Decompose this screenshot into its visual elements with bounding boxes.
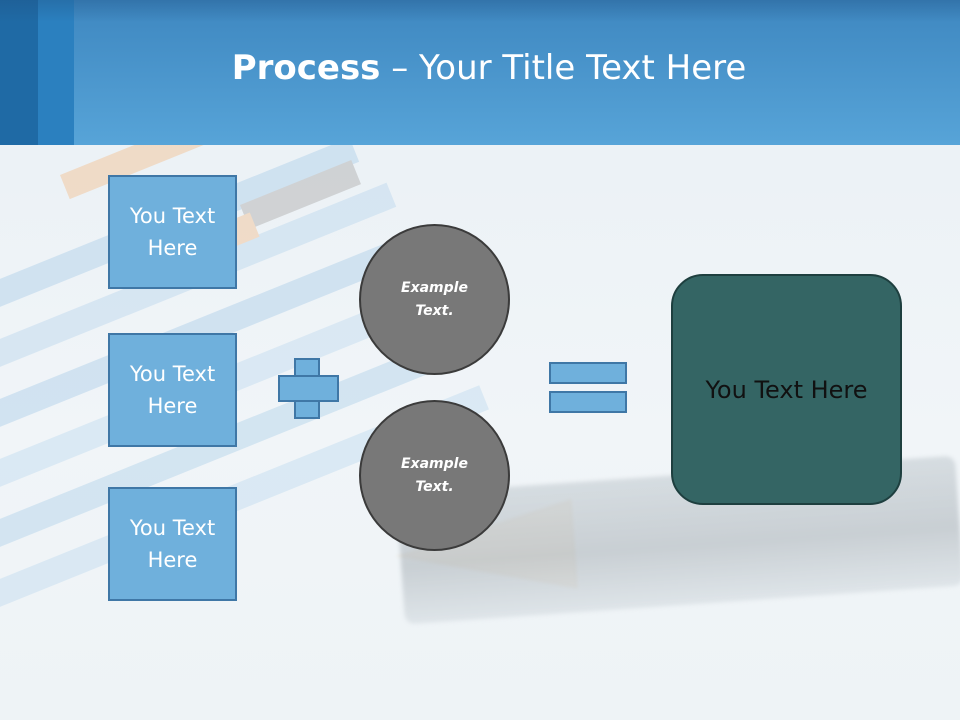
input-box-3: You Text Here [108, 487, 237, 601]
example-circle-2: Example Text. [359, 400, 510, 551]
example-circle-label: Example Text. [401, 455, 468, 495]
slide-title: Process – Your Title Text Here [74, 48, 904, 88]
header-banner: Process – Your Title Text Here [0, 0, 960, 145]
input-box-label: You Text Here [129, 204, 216, 260]
title-bold: Process [231, 48, 381, 88]
example-circle-1: Example Text. [359, 224, 510, 375]
input-box-1: You Text Here [108, 175, 237, 289]
header-accent-dark [0, 0, 38, 145]
input-box-2: You Text Here [108, 333, 237, 447]
example-circle-label: Example Text. [401, 279, 468, 319]
input-box-label: You Text Here [129, 362, 216, 418]
title-rest: – Your Title Text Here [380, 48, 747, 88]
header-shade [0, 0, 960, 22]
header-accent-mid [38, 0, 74, 145]
result-box-label: You Text Here [705, 375, 868, 404]
input-box-label: You Text Here [129, 516, 216, 572]
result-box: You Text Here [671, 274, 902, 505]
